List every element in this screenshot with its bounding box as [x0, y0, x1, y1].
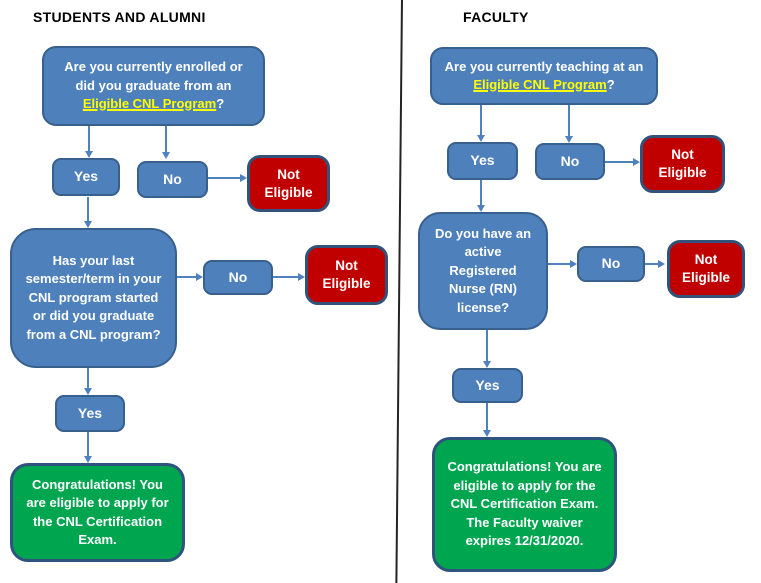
faculty-yes-2-label: Yes — [475, 376, 500, 393]
arrow-down-students-yes2-to-result — [83, 432, 92, 463]
faculty-question-1-post: ? — [606, 77, 615, 92]
arrowhead — [83, 456, 92, 463]
students-yes-1-label: Yes — [73, 168, 99, 185]
faculty-yes-1-box: Yes — [447, 142, 518, 180]
arrowhead — [196, 272, 203, 281]
students-not-eligible-2-label: Not Eligible — [322, 258, 371, 291]
faculty-no-2-box: No — [577, 246, 645, 282]
column-divider — [395, 0, 403, 583]
faculty-no-2-label: No — [601, 255, 621, 272]
arrowhead — [570, 259, 577, 268]
students-question-1-box: Are you currently enrolled or did you gr… — [42, 46, 265, 126]
students-no-1-label: No — [163, 170, 182, 187]
faculty-not-eligible-2-label: Not Eligible — [681, 252, 730, 285]
faculty-not-eligible-1-label: Not Eligible — [658, 147, 707, 180]
arrow-down-students-yes1-to-q2 — [83, 197, 92, 228]
faculty-no-1-label: No — [560, 152, 580, 169]
faculty-no-1-box: No — [535, 143, 605, 180]
eligible-cnl-program-link[interactable]: Eligible CNL Program — [82, 96, 217, 112]
students-question-1-post: ? — [216, 96, 225, 112]
arrowhead — [476, 135, 485, 142]
arrow-down-students-q2-to-yes2 — [83, 368, 92, 395]
students-column-header: STUDENTS AND ALUMNI — [33, 9, 206, 25]
students-yes-2-label: Yes — [77, 404, 103, 421]
students-no-1-box: No — [137, 161, 208, 198]
students-not-eligible-2-box: Not Eligible — [305, 245, 388, 305]
faculty-question-1-text: Are you currently teaching at an Eligibl… — [442, 58, 646, 95]
arrow-right-faculty-no2-to-noteligible — [645, 259, 665, 268]
arrowhead — [482, 430, 491, 437]
arrowhead — [83, 388, 92, 395]
students-no-2-label: No — [228, 268, 248, 285]
students-question-1-pre: Are you currently enrolled or did you gr… — [64, 59, 243, 93]
arrow-down-faculty-yes1-to-q2 — [476, 180, 485, 212]
arrow-down-students-q1-to-no — [161, 126, 170, 159]
arrow-right-students-q2-to-no — [177, 272, 203, 281]
arrow-right-students-no1-to-noteligible — [208, 173, 247, 182]
students-yes-1-box: Yes — [52, 158, 120, 196]
faculty-question-1-pre: Are you currently teaching at an — [444, 58, 644, 74]
arrow-down-faculty-q2-to-yes2 — [482, 330, 491, 368]
students-not-eligible-1-label: Not Eligible — [264, 166, 313, 200]
faculty-not-eligible-2-box: Not Eligible — [667, 240, 745, 298]
students-no-2-box: No — [203, 260, 273, 295]
students-result-box: Congratulations! You are eligible to app… — [10, 463, 185, 562]
students-yes-2-box: Yes — [55, 395, 125, 432]
arrowhead — [240, 173, 247, 182]
arrow-down-faculty-q1-to-yes — [476, 105, 485, 142]
arrowhead — [658, 259, 665, 268]
faculty-not-eligible-1-box: Not Eligible — [640, 135, 725, 193]
arrowhead — [161, 152, 170, 159]
arrow-down-students-q1-to-yes — [84, 126, 93, 158]
arrowhead — [633, 157, 640, 166]
arrow-right-faculty-no1-to-noteligible — [605, 157, 640, 166]
eligible-cnl-program-link[interactable]: Eligible CNL Program — [473, 77, 607, 92]
arrow-down-faculty-yes2-to-result — [482, 403, 491, 437]
faculty-question-1-box: Are you currently teaching at an Eligibl… — [430, 47, 658, 105]
students-question-2-box: Has your last semester/term in your CNL … — [10, 228, 177, 368]
students-not-eligible-1-box: Not Eligible — [247, 155, 330, 212]
arrowhead — [84, 151, 93, 158]
arrow-right-faculty-q2-to-no — [548, 259, 577, 268]
arrow-right-students-no2-to-noteligible — [273, 272, 305, 281]
students-question-1-text: Are you currently enrolled or did you gr… — [54, 58, 253, 113]
arrowhead — [83, 221, 92, 228]
faculty-question-2-text: Do you have an active Registered Nurse (… — [434, 225, 532, 315]
faculty-result-box: Congratulations! You are eligible to app… — [432, 437, 617, 572]
arrowhead — [482, 361, 491, 368]
arrowhead — [476, 205, 485, 212]
arrowhead — [564, 136, 573, 143]
students-result-text: Congratulations! You are eligible to app… — [26, 476, 169, 547]
students-question-2-text: Has your last semester/term in your CNL … — [25, 252, 162, 342]
faculty-column-header: FACULTY — [463, 9, 529, 25]
faculty-yes-1-label: Yes — [470, 152, 495, 169]
arrow-down-faculty-q1-to-no — [564, 105, 573, 143]
faculty-question-2-box: Do you have an active Registered Nurse (… — [418, 212, 548, 330]
faculty-result-text: Congratulations! You are eligible to app… — [447, 459, 602, 549]
faculty-yes-2-box: Yes — [452, 368, 523, 403]
arrowhead — [298, 272, 305, 281]
